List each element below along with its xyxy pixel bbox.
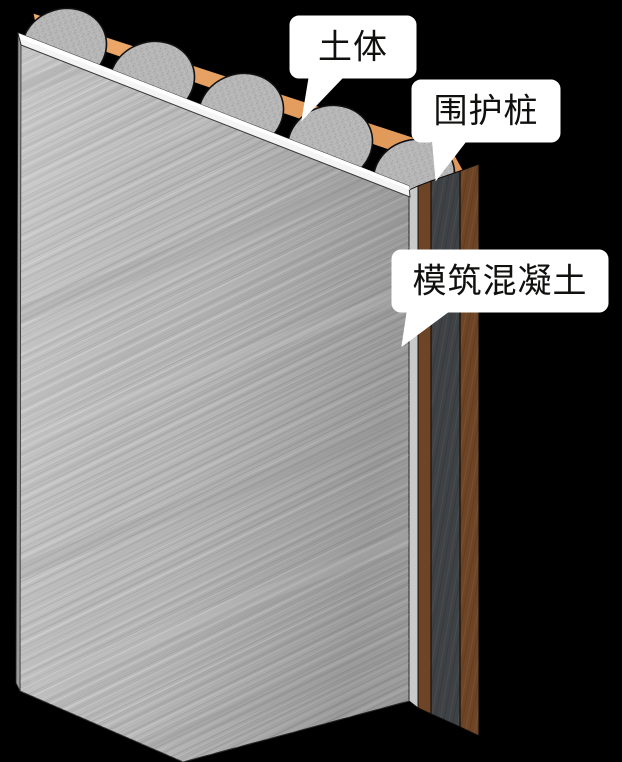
callout-soil[interactable]: 土体 [289, 15, 417, 122]
callout-cast-concrete[interactable]: 模筑混凝土 [391, 249, 609, 348]
wall-left-bevel [15, 32, 22, 692]
callout-cast-concrete-label: 模筑混凝土 [413, 262, 588, 302]
callout-retaining-pile-label: 围护桩 [434, 92, 539, 132]
callout-soil-box [289, 15, 417, 79]
callout-soil-label: 土体 [318, 28, 388, 68]
callout-retaining-pile-box [411, 79, 561, 143]
callout-cast-concrete-box [391, 249, 609, 313]
callout-retaining-pile[interactable]: 围护桩 [411, 79, 561, 182]
